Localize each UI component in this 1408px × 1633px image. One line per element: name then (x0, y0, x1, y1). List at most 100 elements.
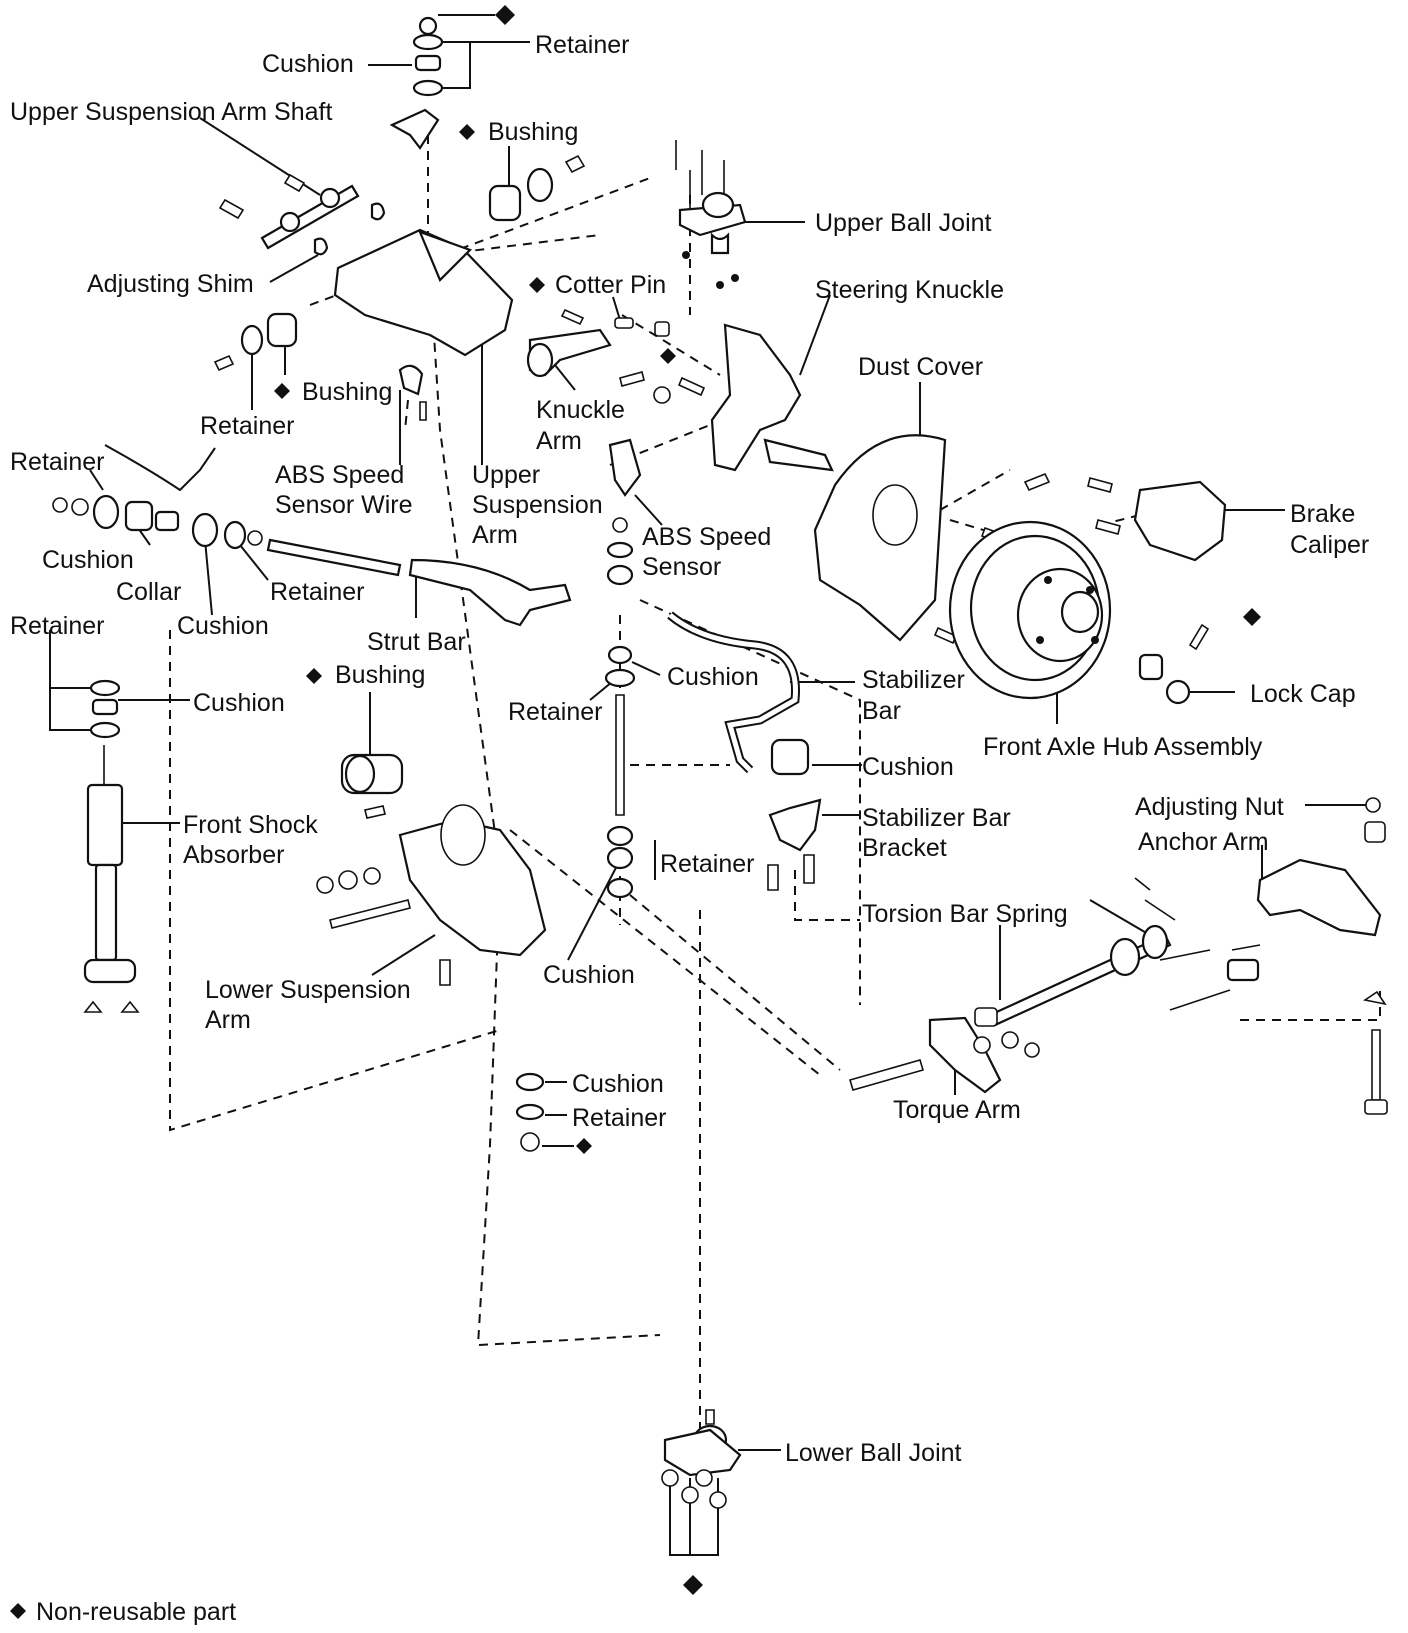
label-abs-wire-2: Sensor Wire (275, 491, 413, 519)
adjusting-nut-washer (1364, 821, 1386, 843)
label-knuckle-arm-1: Knuckle (536, 396, 625, 424)
upper-arm-shaft-part (218, 173, 386, 256)
diamond-icon (495, 5, 515, 25)
label-adjusting-shim: Adjusting Shim (87, 270, 254, 298)
label-torque-arm: Torque Arm (893, 1096, 1021, 1124)
dust-cover-hole (872, 484, 918, 546)
hub-cotter-part (1188, 623, 1210, 651)
label-abs-sensor-2: Sensor (642, 553, 721, 581)
lower-ball-joint-part (661, 1409, 742, 1509)
label-upper-arm-2: Suspension (472, 491, 603, 519)
label-stab-bar-1: Stabilizer (862, 666, 965, 694)
knuckle-bolt2-part (677, 376, 706, 397)
shock-cushion-stack (89, 679, 121, 739)
label-anchor-arm: Anchor Arm (1138, 828, 1269, 856)
caliper-bolt-2 (1095, 519, 1121, 535)
label-cushion-bottom: Cushion (572, 1070, 664, 1098)
label-upper-arm-1: Upper (472, 461, 540, 489)
label-brake-caliper-1: Brake (1290, 500, 1355, 528)
label-upper-arm-3: Arm (472, 521, 518, 549)
diamond-icon (1243, 608, 1261, 626)
label-cushion-strut: Cushion (177, 612, 269, 640)
label-lock-cap: Lock Cap (1250, 680, 1356, 708)
diamond-icon (10, 1603, 26, 1619)
stabilizer-bracket-part (768, 798, 822, 852)
steering-knuckle-part (710, 323, 802, 472)
label-cushion-top: Cushion (262, 50, 354, 78)
upper-ball-joint-part (675, 140, 747, 289)
lock-cap-part (1165, 679, 1191, 705)
cotter-bolt-part (560, 308, 585, 326)
label-lower-ball-joint: Lower Ball Joint (785, 1439, 962, 1467)
label-torsion-bar: Torsion Bar Spring (862, 900, 1068, 928)
bushing-top-part (488, 154, 586, 222)
strut-cushions-part (52, 494, 263, 550)
label-cushion-left: Cushion (42, 546, 134, 574)
diamond-icon (459, 124, 475, 140)
dust-bolt-c (933, 626, 958, 645)
bracket-bolt-1 (767, 864, 779, 891)
label-abs-wire-1: ABS Speed (275, 461, 404, 489)
top-mount-stack (412, 16, 444, 97)
label-adjusting-nut: Adjusting Nut (1135, 793, 1284, 821)
label-bushing-top: Bushing (488, 118, 578, 146)
label-cushion-stab: Cushion (667, 663, 759, 691)
knuckle-arm-ball-part (526, 342, 554, 378)
anchor-arm-part (1256, 858, 1382, 937)
caliper-bolt-a (1023, 472, 1051, 492)
bushing-mid-part (213, 312, 298, 372)
diamond-icon (683, 1575, 703, 1595)
label-stab-bracket-2: Bracket (862, 834, 947, 862)
label-bushing-low: Bushing (335, 661, 425, 689)
label-collar: Collar (116, 578, 181, 606)
non-reusable-markers (10, 5, 1261, 1619)
label-cotter-pin: Cotter Pin (555, 271, 666, 299)
abs-speed-sensor-part (608, 438, 642, 497)
bottom-cushion-stack (515, 1072, 545, 1152)
label-cushion-link: Cushion (543, 961, 635, 989)
part-labels: Retainer Cushion Upper Suspension Arm Sh… (10, 31, 1369, 1626)
stabilizer-link-part (604, 517, 636, 899)
cotter-pin-part (614, 317, 634, 329)
front-shock-absorber-part (83, 745, 140, 1013)
legend-text: Non-reusable part (36, 1598, 236, 1626)
label-lower-arm-1: Lower Suspension (205, 976, 411, 1004)
label-shock-2: Absorber (183, 841, 284, 869)
lower-bushing-part (340, 753, 404, 819)
knuckle-nut-part (654, 321, 670, 337)
label-brake-caliper-2: Caliper (1290, 531, 1369, 559)
torque-arm-part (849, 1007, 1040, 1094)
anchor-bolt-part (1362, 990, 1388, 1115)
label-retainer-left: Retainer (10, 448, 105, 476)
label-retainer-top: Retainer (535, 31, 630, 59)
label-retainer-link: Retainer (660, 850, 755, 878)
diamond-icon (306, 668, 322, 684)
label-steering-knuckle: Steering Knuckle (815, 276, 1004, 304)
diamond-icon (529, 277, 545, 293)
label-upper-ball-joint: Upper Ball Joint (815, 209, 992, 237)
knuckle-bolt-part (619, 371, 645, 387)
label-retainer-strut: Retainer (270, 578, 365, 606)
label-shock-1: Front Shock (183, 811, 318, 839)
lower-arm-bolts (316, 867, 451, 986)
brake-caliper-part (1133, 480, 1227, 562)
label-lower-arm-2: Arm (205, 1006, 251, 1034)
label-hub-assembly: Front Axle Hub Assembly (983, 733, 1263, 761)
label-abs-sensor-1: ABS Speed (642, 523, 771, 551)
diamond-icon (274, 383, 290, 399)
strut-bar-part (266, 538, 572, 627)
upper-arm-top-plate (418, 230, 473, 282)
hub-nut-part (1138, 653, 1164, 681)
label-cushion-shock: Cushion (193, 689, 285, 717)
diamond-icon (660, 348, 676, 364)
spindle-part (763, 438, 834, 472)
upper-arm-bracket-part (389, 108, 440, 150)
knuckle-washer-part (653, 386, 671, 404)
stabilizer-cushion-part (770, 738, 810, 776)
abs-wire-clip-part (398, 364, 424, 396)
stabilizer-bar-inner (668, 613, 798, 772)
label-retainer-bottom: Retainer (572, 1104, 667, 1132)
lower-arm-bore (440, 804, 486, 866)
